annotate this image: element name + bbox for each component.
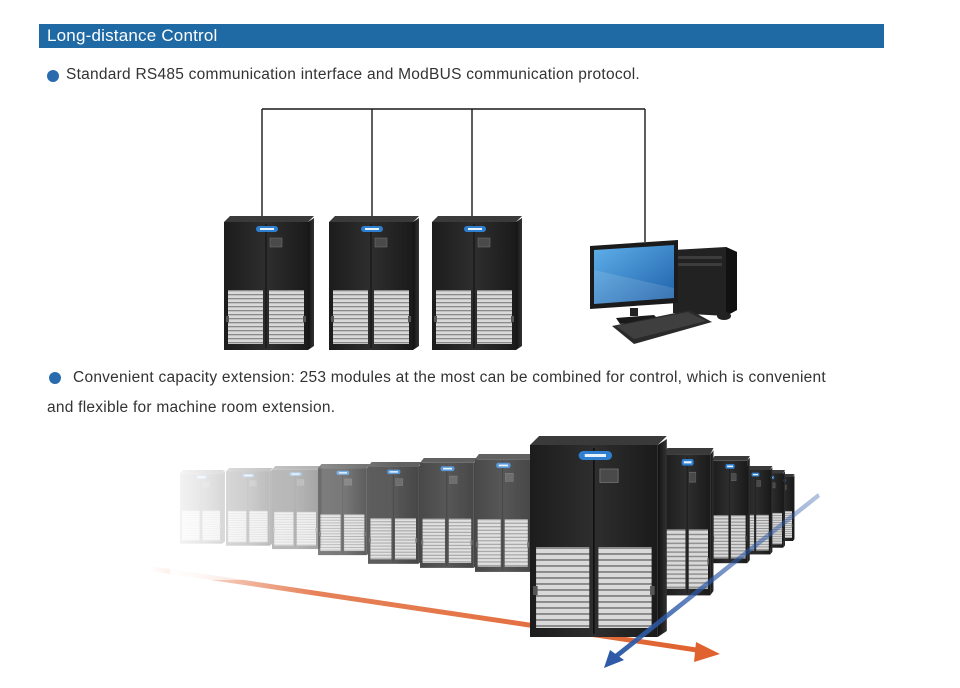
cabinet-unit-1 — [223, 215, 315, 351]
section-title-bar: Long-distance Control — [39, 24, 884, 48]
bullet-text-2b: and flexible for machine room extension. — [47, 399, 336, 416]
bullet-text-1: Standard RS485 communication interface a… — [66, 66, 640, 83]
section-title: Long-distance Control — [47, 26, 218, 45]
computer — [590, 240, 737, 344]
bullet-text-2a: Convenient capacity extension: 253 modul… — [73, 369, 826, 386]
cabinet-unit-3 — [431, 215, 523, 351]
bus-lines — [261, 108, 646, 242]
blue-arrow-head — [604, 650, 624, 668]
bullet-dot-2 — [49, 372, 61, 384]
orange-arrow-head — [694, 642, 720, 662]
bullet-dot-1 — [47, 70, 59, 82]
capacity-row — [150, 435, 820, 668]
front-cabinet-unit — [529, 435, 668, 638]
cabinet-unit-2 — [328, 215, 420, 351]
